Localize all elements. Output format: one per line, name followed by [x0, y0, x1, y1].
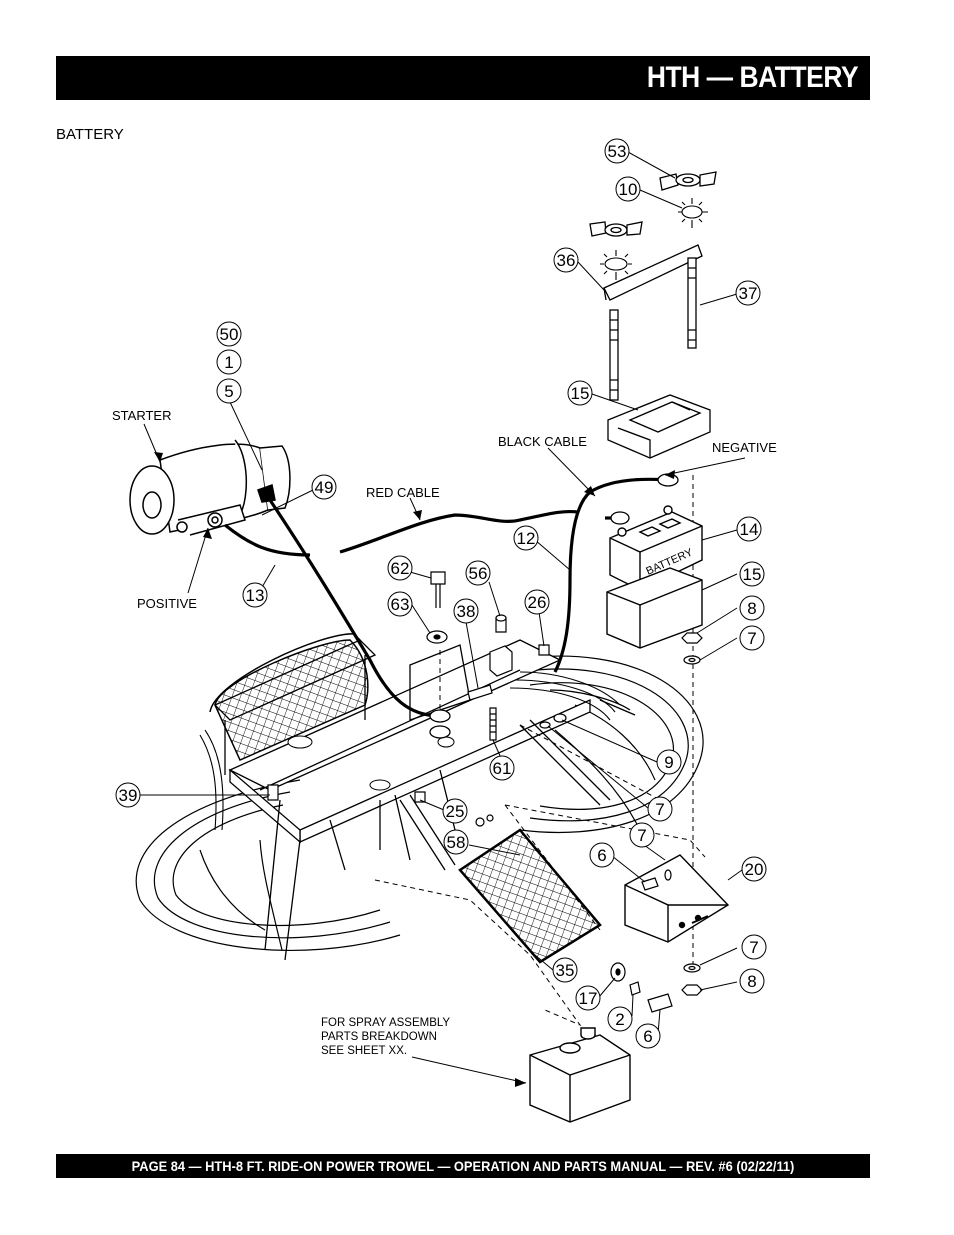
lock-washers	[600, 198, 708, 280]
trowel-guard-rings	[135, 655, 704, 951]
page-title: HTH — BATTERY	[646, 61, 859, 94]
callout-8-upper: 8	[747, 599, 756, 618]
spray-tank	[529, 1027, 631, 1123]
callout-61: 61	[493, 759, 512, 778]
section-label: BATTERY	[56, 126, 124, 143]
callout-58: 58	[447, 833, 466, 852]
header-bar: HTH — BATTERY	[56, 56, 870, 100]
starter-motor	[129, 439, 291, 536]
arrow-heads	[154, 452, 675, 1087]
battery-holddown	[603, 244, 711, 459]
spray-note-line-3: SEE SHEET XX.	[321, 1045, 407, 1057]
battery-tray-pad	[606, 567, 703, 649]
callout-15-top: 15	[571, 384, 590, 403]
battery	[609, 505, 703, 591]
callout-38: 38	[457, 602, 476, 621]
label-red-cable: RED CABLE	[366, 485, 440, 500]
small-hardware	[267, 571, 703, 1013]
callout-53: 53	[608, 142, 627, 161]
callout-35: 35	[556, 961, 575, 980]
callout-7-box: 7	[637, 826, 646, 845]
spray-note-line-1: FOR SPRAY ASSEMBLY	[321, 1017, 450, 1029]
label-positive: POSITIVE	[137, 596, 197, 611]
callout-12: 12	[517, 529, 536, 548]
callout-25: 25	[446, 802, 465, 821]
callout-10: 10	[619, 180, 638, 199]
callout-15-tray: 15	[743, 565, 762, 584]
callout-20: 20	[745, 860, 764, 879]
footrest-mesh	[458, 828, 602, 964]
callout-7-mid: 7	[655, 800, 664, 819]
callout-14: 14	[740, 520, 759, 539]
label-starter: STARTER	[112, 408, 171, 423]
wire-bundle	[199, 671, 621, 831]
wing-nuts	[589, 171, 717, 237]
callout-17: 17	[579, 989, 598, 1008]
callout-5: 5	[224, 382, 233, 401]
callout-1: 1	[224, 353, 233, 372]
callout-62: 62	[391, 559, 410, 578]
callout-2: 2	[615, 1010, 624, 1029]
callout-7-lower: 7	[749, 938, 758, 957]
callout-63: 63	[391, 595, 410, 614]
callout-9: 9	[664, 753, 673, 772]
cables	[224, 477, 669, 718]
spray-note-line-2: PARTS BREAKDOWN	[321, 1031, 437, 1043]
callout-7-upper: 7	[747, 629, 756, 648]
battery-box	[624, 854, 730, 943]
callout-circles	[115, 138, 767, 1049]
callout-6-lower: 6	[643, 1027, 652, 1046]
label-negative: NEGATIVE	[712, 440, 777, 455]
callout-6-box: 6	[597, 846, 606, 865]
callout-37: 37	[739, 284, 758, 303]
leader-lines	[140, 151, 746, 1084]
seat-basket	[209, 633, 455, 791]
frame-rods	[399, 689, 636, 871]
callout-13: 13	[246, 586, 265, 605]
callout-39: 39	[119, 786, 138, 805]
callout-26: 26	[528, 593, 547, 612]
footer-text: PAGE 84 — HTH-8 FT. RIDE-ON POWER TROWEL…	[131, 1158, 795, 1174]
callout-49: 49	[315, 478, 334, 497]
callout-50: 50	[220, 325, 239, 344]
footer-bar: PAGE 84 — HTH-8 FT. RIDE-ON POWER TROWEL…	[56, 1154, 870, 1178]
callout-8-lower: 8	[747, 972, 756, 991]
callout-56: 56	[469, 564, 488, 583]
callout-36: 36	[557, 251, 576, 270]
label-black-cable: BLACK CABLE	[498, 434, 587, 449]
